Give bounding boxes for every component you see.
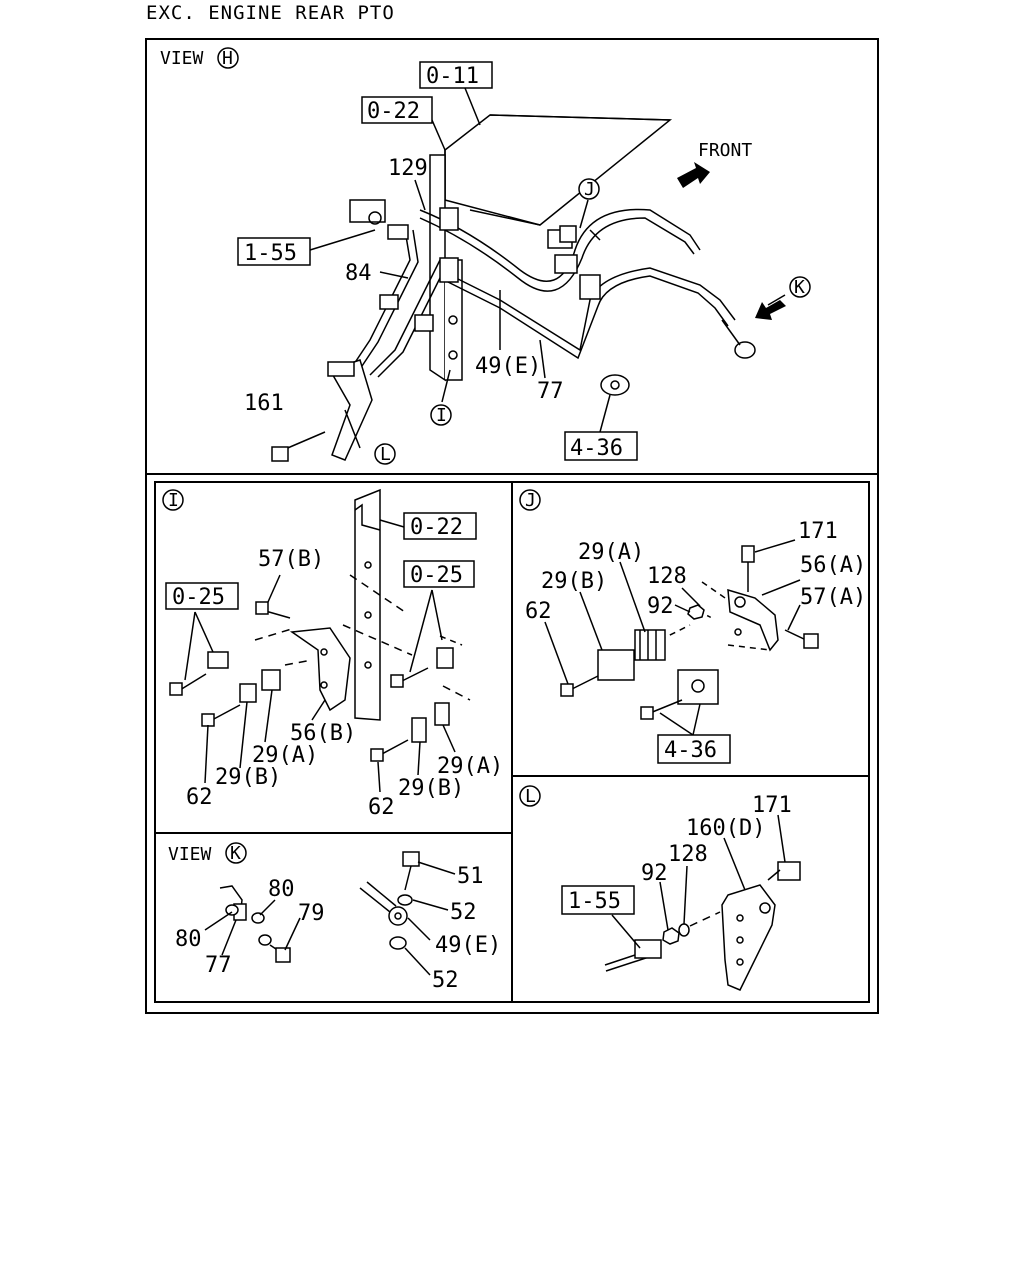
k-label-49e: 49(E) (435, 933, 501, 958)
j-label-171: 171 (798, 519, 838, 544)
k-label-51: 51 (457, 864, 484, 889)
front-arrow-icon (677, 162, 710, 188)
panel-j-drawing (544, 539, 819, 736)
label-0-22: 0-22 (367, 99, 420, 124)
i-label-57b: 57(B) (258, 547, 324, 572)
l-label-171: 171 (752, 793, 792, 818)
k-label-80-top: 80 (268, 877, 295, 902)
j-label-92: 92 (647, 594, 674, 619)
callout-j: J (584, 179, 595, 200)
l-label-160d: 160(D) (686, 816, 765, 841)
panel-l-drawing (604, 814, 801, 991)
label-129: 129 (388, 156, 428, 181)
label-77: 77 (537, 379, 564, 404)
l-label-1-55: 1-55 (568, 889, 621, 914)
outer-frame (145, 38, 879, 1014)
i-label-62-left: 62 (186, 785, 213, 810)
j-label-29a: 29(A) (578, 540, 644, 565)
view-h-caption-circle: H (222, 48, 233, 69)
k-label-79: 79 (298, 901, 325, 926)
k-label-52-top: 52 (450, 900, 477, 925)
l-label-128: 128 (668, 842, 708, 867)
panel-l-circle: L (525, 786, 536, 807)
j-label-57a: 57(A) (800, 585, 866, 610)
i-label-29a-right: 29(A) (437, 754, 503, 779)
j-label-56a: 56(A) (800, 553, 866, 578)
label-161: 161 (244, 391, 284, 416)
panel-j-circle: J (525, 490, 536, 511)
view-k-caption-circle: K (230, 843, 241, 864)
k-label-80-left: 80 (175, 927, 202, 952)
label-49e: 49(E) (475, 354, 541, 379)
front-label: FRONT (698, 140, 752, 161)
i-label-0-25-right: 0-25 (410, 563, 463, 588)
i-label-29a-left: 29(A) (252, 743, 318, 768)
panel-k-drawing (204, 851, 456, 976)
k-label-77: 77 (205, 953, 232, 978)
i-label-0-22: 0-22 (410, 515, 463, 540)
view-h-caption: VIEW (160, 48, 204, 69)
view-h-drawing (271, 87, 786, 462)
label-1-55: 1-55 (244, 241, 297, 266)
j-label-128: 128 (647, 564, 687, 589)
label-84: 84 (345, 261, 372, 286)
k-label-52-bottom: 52 (432, 968, 459, 993)
l-label-92: 92 (641, 861, 668, 886)
label-4-36: 4-36 (570, 436, 623, 461)
view-k-caption: VIEW (168, 844, 212, 865)
page-title: EXC. ENGINE REAR PTO (146, 2, 395, 24)
i-label-62-right: 62 (368, 795, 395, 820)
callout-l: L (380, 444, 391, 465)
j-label-29b: 29(B) (541, 569, 607, 594)
i-label-56b: 56(B) (290, 721, 356, 746)
view-k-arrow-icon (755, 300, 786, 320)
label-0-11: 0-11 (426, 64, 479, 89)
callout-k: K (794, 277, 805, 298)
panel-i-drawing (169, 488, 471, 793)
i-label-29b-left: 29(B) (215, 765, 281, 790)
panel-i-circle: I (168, 490, 179, 511)
j-label-62: 62 (525, 599, 552, 624)
i-label-0-25-left: 0-25 (172, 585, 225, 610)
callout-i: I (436, 405, 447, 426)
i-label-29b-right: 29(B) (398, 776, 464, 801)
j-label-4-36: 4-36 (664, 738, 717, 763)
